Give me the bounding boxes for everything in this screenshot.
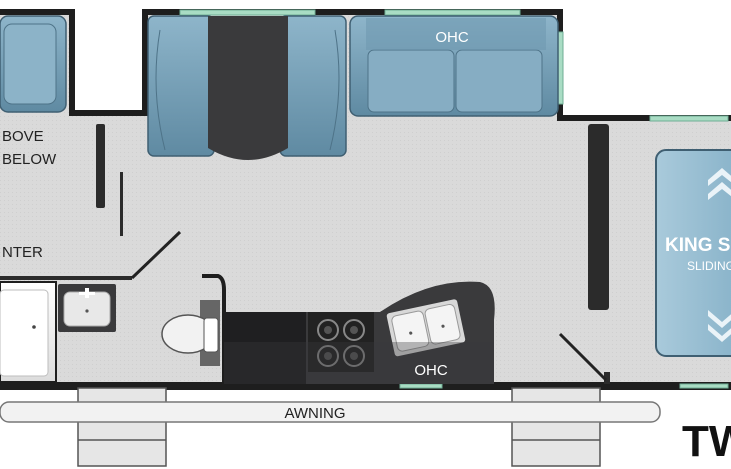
bath-wall: [0, 276, 132, 280]
awning-label: AWNING: [284, 405, 345, 422]
door-bedroom: [558, 332, 608, 382]
chevron-down-icon: [708, 310, 731, 342]
dinette: [147, 15, 347, 160]
kitchen-sink: [386, 299, 466, 357]
bedroom-wardrobe: [588, 124, 609, 310]
ohc-lower-label: OHC: [414, 362, 448, 379]
sofa-top-right: OHC: [349, 15, 559, 117]
door-bath: [130, 230, 182, 280]
windows: [179, 9, 729, 389]
toilet: [161, 300, 220, 366]
above-label: BOVE: [2, 128, 44, 145]
model-code: TW: [682, 417, 731, 466]
window-bottom-kitchen: [399, 383, 443, 389]
entry-steps-left: [77, 387, 167, 467]
ohc-upper-label: OHC: [435, 29, 469, 46]
window-top-right: [384, 9, 521, 16]
bathtub: [0, 281, 57, 383]
wall-stub: [120, 172, 123, 236]
stove-burners-icon: [308, 312, 374, 372]
center-label: NTER: [2, 244, 43, 261]
faucet-icon: [79, 288, 95, 298]
king-bed: KING S SLIDING: [655, 149, 731, 357]
sliding-label: SLIDING: [687, 259, 731, 273]
chevron-up-icon: [708, 168, 731, 200]
kitchen-end-post: [604, 372, 610, 384]
window-bottom-bedroom: [679, 383, 729, 389]
awning: AWNING: [0, 401, 661, 423]
interior-partitions: [0, 124, 610, 384]
window-top-left: [179, 9, 316, 16]
kitchen-counter: OHC: [224, 281, 495, 384]
dinette-bench-left: [147, 15, 215, 157]
fridge: [224, 312, 306, 384]
sofa-top-left: [0, 15, 67, 113]
closet-post: [96, 124, 105, 208]
king-bed-label: KING S: [665, 235, 730, 256]
below-label: BELOW: [2, 151, 57, 168]
bath-corner-wall: [202, 274, 226, 384]
bath-sink: [58, 284, 116, 332]
window-bedroom-top: [649, 115, 729, 122]
dinette-table: [208, 16, 288, 160]
entry-steps-right: [511, 387, 601, 467]
